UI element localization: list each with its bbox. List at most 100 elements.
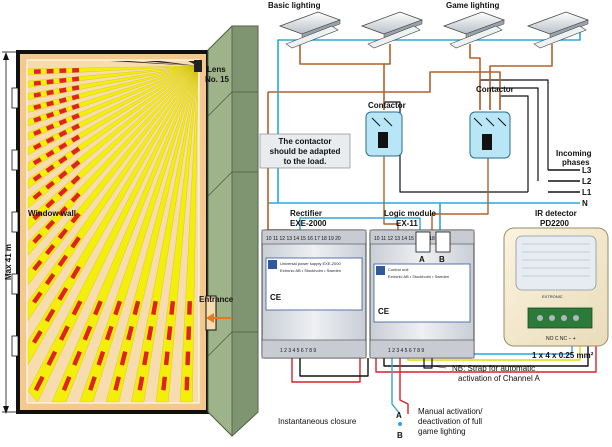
- detection-beam: [27, 65, 199, 76]
- rectifier-title: Rectifier: [290, 209, 322, 218]
- detection-zone-segment: [151, 300, 158, 316]
- switch-a-label: A: [396, 411, 402, 420]
- detection-zone-segment: [57, 287, 69, 301]
- detection-zone-segment: [45, 136, 55, 144]
- detection-zone-segment: [71, 85, 80, 91]
- wire-red-1: [291, 358, 361, 383]
- dead-zone-wedge: [110, 61, 198, 66]
- rectifier-plate-vendor: Extronic AB • Stockholm • Sweden: [280, 268, 341, 273]
- detection-zone-segment: [72, 67, 80, 73]
- detection-zone-segment: [70, 160, 81, 170]
- light-fittings: Basic lighting Game lighting: [268, 1, 590, 49]
- switch-contact: [398, 422, 402, 426]
- detection-zone-segment: [33, 92, 42, 98]
- wire-brown-basic: [299, 44, 385, 110]
- detection-beam: [27, 65, 199, 88]
- detection-zone-segment: [184, 376, 190, 391]
- detection-zone-segment: [33, 69, 41, 74]
- wire-black-1: [299, 358, 369, 377]
- detection-zone-segment: [71, 76, 80, 82]
- entrance-door: [205, 295, 232, 331]
- contactor-note-line2: should be adapted: [270, 147, 341, 156]
- detection-zone-segment: [33, 103, 42, 110]
- detection-zone-segment: [45, 123, 55, 131]
- game-lighting-label: Game lighting: [446, 1, 499, 10]
- detection-zone-segment: [58, 155, 68, 164]
- detection-zone-segment: [44, 308, 56, 323]
- detection-zone-segment: [104, 325, 114, 341]
- ir-detector: IR detector PD2200 EXTRONIC NO C NC − + …: [503, 209, 609, 360]
- wire-black-det: [383, 346, 589, 367]
- detection-zone-segment: [70, 192, 81, 203]
- logic-plate-title: Control unit: [388, 267, 409, 272]
- rectifier-module: Rectifier EXE-2000 10 11 12 13 14 15 16 …: [261, 209, 367, 359]
- detection-zone-segment: [113, 376, 121, 391]
- detection-beam: [131, 65, 199, 403]
- detection-zone-segment: [59, 77, 67, 83]
- manual-note-3: game lighting: [418, 427, 466, 436]
- logic-plate-vendor: Extronic AB • Stockholm • Sweden: [388, 274, 449, 279]
- detection-beam: [180, 65, 199, 403]
- detection-beam: [27, 65, 199, 113]
- detection-beam: [27, 65, 199, 127]
- detection-zone-segment: [57, 254, 69, 267]
- phases-title-2: phases: [562, 158, 590, 167]
- detection-zone-segment: [46, 111, 55, 119]
- detection-zone-segment: [32, 259, 43, 272]
- detection-zone-segment: [185, 351, 191, 366]
- contactor-note-line3: to the load.: [284, 157, 327, 166]
- detection-zone-segment: [119, 351, 128, 366]
- rectifier-top-terminals: 10 11 12 13 14 15 16 17 18 19 20: [266, 236, 341, 242]
- detection-zone-segment: [58, 142, 68, 151]
- detection-zone-segment: [132, 300, 141, 316]
- manual-note-2: deactivation of full: [418, 417, 482, 426]
- light-basic-1: [278, 11, 342, 49]
- detection-zone-segment: [59, 325, 70, 341]
- detection-zone-segment: [32, 233, 43, 244]
- detection-zone-segment: [58, 118, 68, 126]
- wire-brown-game-2: [489, 44, 553, 110]
- dead-zone-wedge: [144, 61, 198, 66]
- detection-zone-segment: [187, 301, 192, 315]
- detection-zone-segment: [45, 198, 55, 209]
- detection-zone-segment: [71, 123, 80, 131]
- detection-zone-segment: [137, 376, 145, 391]
- channel-a-label: A: [419, 255, 425, 264]
- detection-zone-segment: [32, 142, 42, 151]
- detection-zone-segment: [32, 291, 43, 304]
- detection-zone-segment: [126, 325, 134, 341]
- phase-l2-label: L2: [582, 177, 592, 186]
- wire-brown-game: [469, 44, 481, 110]
- detection-beam: [79, 65, 199, 403]
- detection-zone-segment: [32, 173, 43, 182]
- detection-zone-segment: [46, 350, 58, 367]
- detection-zone-segment: [33, 80, 41, 86]
- basic-lighting-label: Basic lighting: [268, 1, 321, 10]
- wire-rect-out: [299, 217, 421, 232]
- detection-beams: [27, 61, 199, 403]
- contactor-note: The contactor should be adapted to the l…: [259, 133, 351, 169]
- rectifier-model: EXE-2000: [290, 219, 327, 228]
- wire-coil-right: [431, 150, 489, 232]
- detection-beam: [51, 65, 199, 403]
- light-basic-2: [360, 11, 424, 49]
- detection-zone-segment: [45, 180, 55, 190]
- detection-zone-segment: [70, 236, 81, 249]
- detection-zone-segment: [166, 326, 173, 341]
- detection-zone-segment: [57, 187, 68, 197]
- detection-zone-segment: [169, 300, 176, 315]
- rectifier-plate-title: Universal power supply EXE-2000: [280, 261, 341, 266]
- detector-model: PD2200: [540, 219, 569, 228]
- contactor-right: Contactor: [469, 85, 514, 159]
- detection-zone-segment: [57, 228, 68, 240]
- dimension-label: Max 41 m: [4, 244, 13, 280]
- window-wall-marks: [11, 87, 19, 357]
- detection-zone-segment: [82, 325, 93, 341]
- window-wall-label: Window wall: [28, 209, 76, 218]
- switch-b-label: B: [397, 431, 403, 440]
- detection-zone-segment: [59, 68, 67, 74]
- detection-beam: [27, 65, 199, 286]
- wire-switch-b: [399, 358, 409, 414]
- wire-brown-basic-2: [384, 44, 391, 65]
